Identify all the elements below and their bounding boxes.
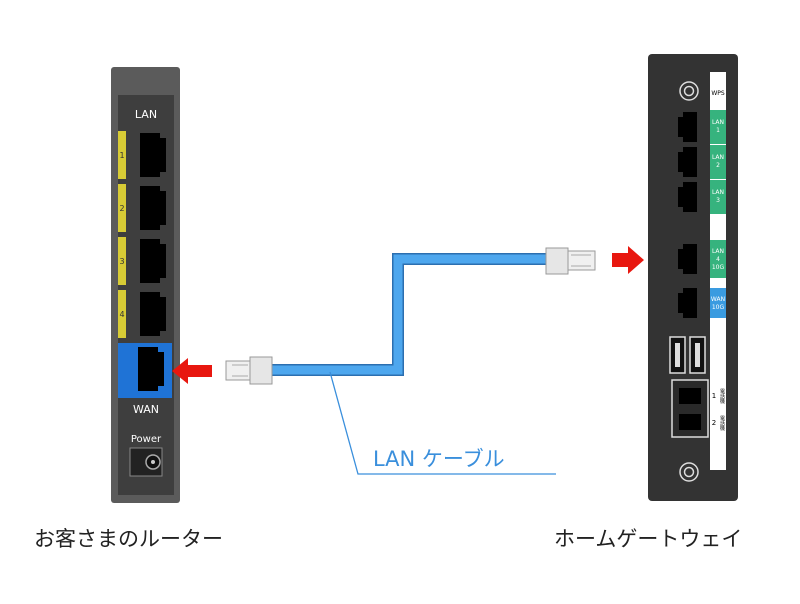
lan-number-strip (118, 237, 126, 285)
router-wan-port[interactable] (138, 347, 164, 391)
lan-port-2[interactable] (140, 186, 166, 230)
svg-text:LAN: LAN (712, 154, 724, 161)
svg-text:LAN: LAN (712, 248, 724, 255)
svg-text:3: 3 (716, 197, 720, 204)
gateway-port-tag (710, 240, 726, 278)
wps-button-icon[interactable] (679, 81, 699, 101)
lan-port-3[interactable] (140, 239, 166, 283)
cable-label: LAN ケーブル (373, 447, 505, 471)
wps-label: WPS (711, 90, 725, 97)
svg-text:10G: 10G (712, 304, 725, 311)
lan-port-1[interactable] (140, 133, 166, 177)
lan-port-number: 1 (119, 151, 124, 160)
cable-connector-right[interactable] (545, 247, 596, 275)
cable-label-leader (329, 371, 556, 475)
svg-text:電話機: 電話機 (719, 389, 725, 405)
router-caption: お客さまのルーター (34, 527, 223, 551)
customer-router: LAN 1 2 3 4 WAN Power (111, 67, 180, 503)
lan-number-strip (118, 131, 126, 179)
router-power-label: Power (131, 434, 162, 445)
svg-text:WAN: WAN (711, 296, 725, 303)
svg-text:1: 1 (716, 127, 720, 134)
lan-number-strip (118, 290, 126, 338)
gateway-port-tag (710, 288, 726, 318)
svg-text:LAN: LAN (712, 189, 724, 196)
gateway-ports: LAN 1 LAN 2 LAN 3 LAN 4 10G WAN 10G (678, 110, 726, 318)
lan-port-number: 2 (119, 204, 124, 213)
router-lan-label: LAN (135, 108, 157, 121)
lan-port-4[interactable] (140, 292, 166, 336)
lan-port-number: 4 (119, 310, 124, 319)
cable-outline (272, 253, 552, 376)
gateway-port-tag (710, 145, 726, 179)
arrow-right-icon (612, 246, 644, 274)
tel-port-2[interactable] (679, 414, 701, 430)
svg-text:LAN: LAN (712, 119, 724, 126)
tel-port-1[interactable] (679, 388, 701, 404)
svg-text:2: 2 (716, 162, 720, 169)
antenna-connector-icon (679, 462, 699, 482)
gateway-port-tag (710, 110, 726, 144)
svg-text:10G: 10G (712, 264, 725, 271)
cable-connector-left[interactable] (225, 356, 273, 385)
lan-number-strip (118, 184, 126, 232)
lan-cable: LAN ケーブル (225, 247, 596, 475)
arrow-left-icon (172, 358, 212, 384)
svg-text:1: 1 (712, 392, 716, 400)
router-lan-ports: 1 2 3 4 (118, 131, 166, 338)
home-gateway: WPS LAN 1 LAN 2 LAN 3 LAN 4 10G WAN 10G (648, 54, 738, 501)
router-wan-label: WAN (133, 403, 159, 416)
svg-text:4: 4 (716, 256, 720, 263)
cable-line (272, 254, 552, 375)
lan-port-number: 3 (119, 257, 124, 266)
tel-ports: 1 電話機 2 電話機 (671, 379, 725, 438)
svg-text:電話機: 電話機 (719, 416, 725, 432)
gateway-caption: ホームゲートウェイ (554, 527, 743, 551)
gateway-port-tag (710, 180, 726, 214)
svg-text:2: 2 (712, 419, 716, 427)
usb-ports (669, 336, 706, 374)
